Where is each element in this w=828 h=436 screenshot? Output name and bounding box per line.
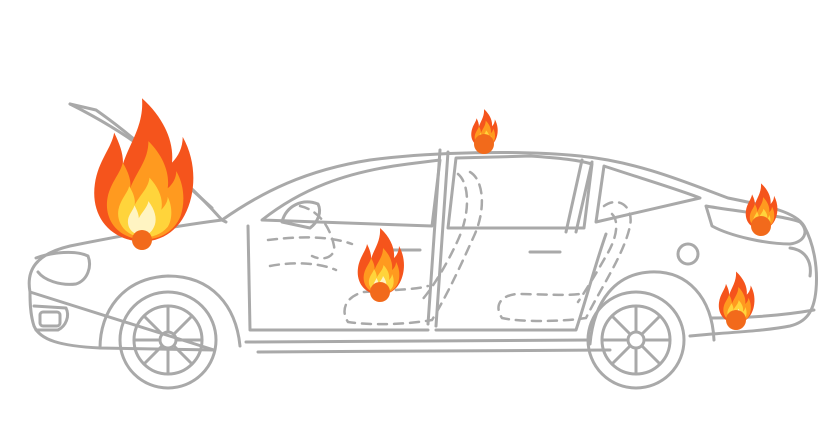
fire-point-cabin — [357, 228, 404, 302]
fuel-cap — [676, 242, 700, 266]
fog-light — [32, 304, 70, 332]
front-wheel-arch — [98, 274, 242, 350]
fire-point-engine — [94, 98, 194, 250]
dashboard — [266, 236, 354, 246]
front-door — [246, 224, 430, 332]
fire-location-marker — [370, 282, 390, 302]
quarter-window — [594, 164, 702, 224]
rear-seat — [497, 200, 632, 323]
rear-wheel-arch — [588, 270, 716, 346]
fire-point-trunk — [745, 183, 778, 236]
fire-location-marker — [751, 216, 771, 236]
fire-location-marker — [132, 230, 152, 250]
car-interior-dashed — [266, 170, 632, 326]
car-outline — [27, 102, 818, 390]
fire-location-marker — [474, 134, 494, 154]
fire-point-roof — [471, 109, 498, 154]
front-window — [260, 158, 442, 228]
fire-point-rear-bumper — [718, 271, 755, 330]
headlight — [34, 250, 91, 286]
side-mirror — [280, 200, 322, 230]
steering-wheel — [298, 204, 336, 260]
rear-rim-spokes — [600, 304, 672, 376]
rear-door — [434, 232, 608, 332]
front-rim-spokes — [132, 304, 204, 376]
front-tire — [118, 290, 218, 390]
fire-location-marker — [726, 310, 746, 330]
rear-bumper — [710, 308, 816, 320]
front-seat — [343, 170, 484, 326]
rear-window — [446, 154, 594, 230]
fire-points-layer — [94, 98, 778, 330]
